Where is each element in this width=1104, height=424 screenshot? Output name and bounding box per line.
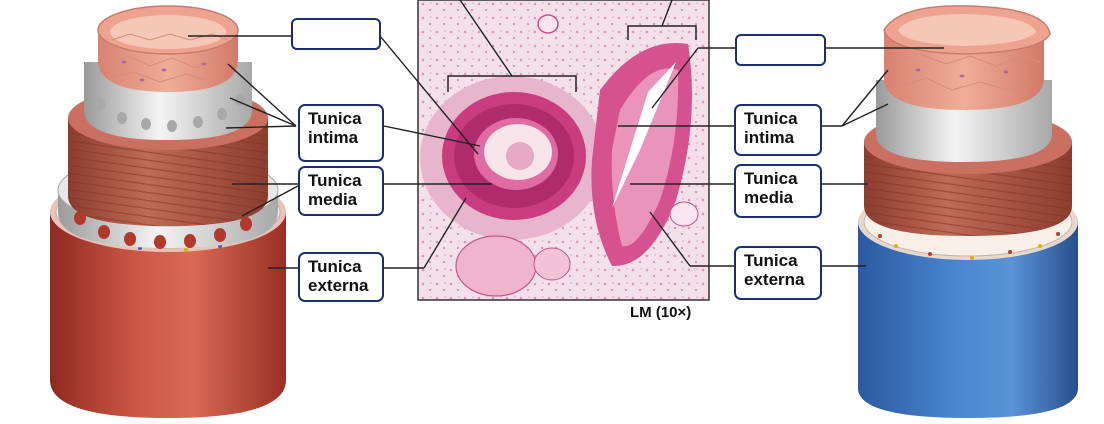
label-left-tunica-intima: Tunica intima: [298, 104, 384, 162]
label-left-media-line1: Tunica: [308, 171, 362, 190]
label-right-tunica-externa: Tunica externa: [734, 246, 822, 300]
label-right-tunica-media: Tunica media: [734, 164, 822, 218]
micrograph-magnification-label: LM (10×): [630, 304, 692, 321]
label-right-externa-line2: externa: [744, 270, 805, 289]
vein-illustration: [858, 5, 1078, 418]
label-right-tunica-intima: Tunica intima: [734, 104, 822, 156]
label-left-externa-line1: Tunica: [308, 257, 362, 276]
label-right-externa-line1: Tunica: [744, 251, 798, 270]
label-left-intima-line2: intima: [308, 128, 359, 147]
blank-label-box-right[interactable]: [735, 34, 826, 66]
blank-label-box-left[interactable]: [291, 18, 381, 50]
artery-intima-layer: [97, 5, 239, 92]
label-left-tunica-media: Tunica media: [298, 166, 384, 216]
leader-lines: [188, 0, 944, 269]
label-left-intima-line1: Tunica: [308, 109, 362, 128]
label-left-tunica-externa: Tunica externa: [298, 252, 384, 302]
label-right-intima-line2: intima: [744, 128, 795, 147]
micrograph: [417, 0, 710, 301]
vein-intima-layer: [883, 5, 1051, 110]
artery-illustration: [50, 5, 286, 418]
label-left-media-line2: media: [308, 190, 358, 209]
vein-media-layer: [864, 110, 1072, 236]
micrograph-artery: [420, 76, 604, 240]
label-right-media-line1: Tunica: [744, 169, 798, 188]
micrograph-nerve-bundle: [455, 14, 699, 297]
label-right-media-line2: media: [744, 188, 794, 207]
label-left-externa-line2: externa: [308, 276, 369, 295]
label-right-intima-line1: Tunica: [744, 109, 798, 128]
